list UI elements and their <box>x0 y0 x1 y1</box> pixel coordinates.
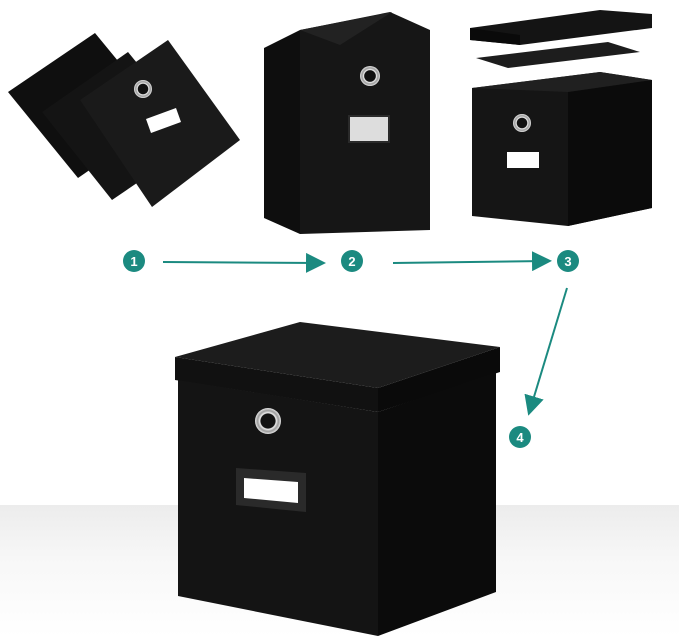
step-number: 2 <box>348 253 356 269</box>
grommet-icon <box>360 66 380 86</box>
step-badge-4: 4 <box>509 426 531 448</box>
insert-board <box>476 42 640 68</box>
step-badge-2: 2 <box>341 250 363 272</box>
arrow-right-icon <box>162 252 326 273</box>
step-badge-1: 1 <box>123 250 145 272</box>
grommet-icon <box>513 114 531 132</box>
frame-left-flap <box>264 30 300 234</box>
label-slot <box>507 152 539 168</box>
step-number: 1 <box>130 253 138 269</box>
arrow-right-icon <box>392 251 552 272</box>
step-number: 3 <box>564 253 572 269</box>
label-slot <box>348 115 390 143</box>
lid-top-face <box>175 322 500 388</box>
grommet-icon <box>134 80 152 98</box>
lid-front-edge <box>175 357 378 412</box>
stage-3-box-with-lid <box>470 10 652 226</box>
step-number: 4 <box>516 429 524 445</box>
lid-side-edge <box>378 347 500 412</box>
stage-2-unfolded-frame <box>264 12 430 234</box>
label-slot <box>244 478 298 503</box>
stage-1-folded-panels <box>8 33 240 207</box>
arrow-down-left-icon <box>524 287 568 416</box>
label-slot <box>146 108 181 133</box>
grommet-icon <box>255 408 281 434</box>
box-side-face <box>378 372 496 636</box>
stage-4-finished-box <box>175 322 500 636</box>
step-badge-3: 3 <box>557 250 579 272</box>
